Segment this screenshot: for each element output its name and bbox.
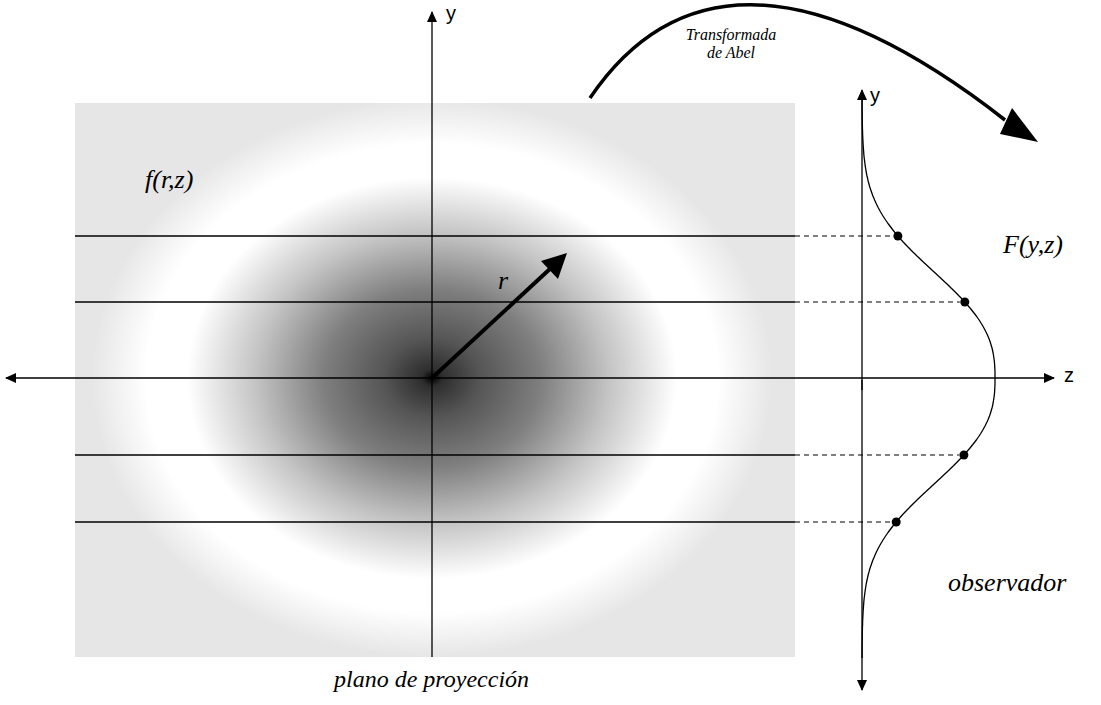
dashed-line <box>795 301 960 302</box>
function-label: f(r,z) <box>145 165 193 195</box>
radius-label: r <box>498 266 508 296</box>
sample-dots <box>892 232 970 527</box>
abel-arrowhead <box>1000 108 1038 142</box>
dashed-line <box>795 235 893 236</box>
sample-dot <box>959 451 968 460</box>
dashed-lines <box>795 236 960 522</box>
z-axis <box>430 377 1054 378</box>
y-axis <box>431 12 432 657</box>
sample-dot <box>892 518 901 527</box>
radius-arrowhead <box>541 253 567 279</box>
sample-dot <box>893 232 902 241</box>
projection-plane <box>75 103 795 657</box>
dashed-line <box>795 454 959 455</box>
abel-arrow <box>590 5 1005 120</box>
projection-lines <box>75 236 795 522</box>
function-label: F(y,z) <box>1003 230 1063 260</box>
z-axis <box>6 377 440 378</box>
observer-label: observador <box>948 568 1066 598</box>
axis-label: y <box>870 84 880 107</box>
radius-arrow <box>432 267 552 378</box>
axis-label: z <box>1064 364 1074 387</box>
axis-label: y <box>446 2 456 25</box>
plane-caption: plano de proyección <box>334 666 529 694</box>
dashed-line <box>795 521 891 522</box>
sample-dot <box>960 298 969 307</box>
transform-label: Transformada de Abel <box>680 26 782 63</box>
